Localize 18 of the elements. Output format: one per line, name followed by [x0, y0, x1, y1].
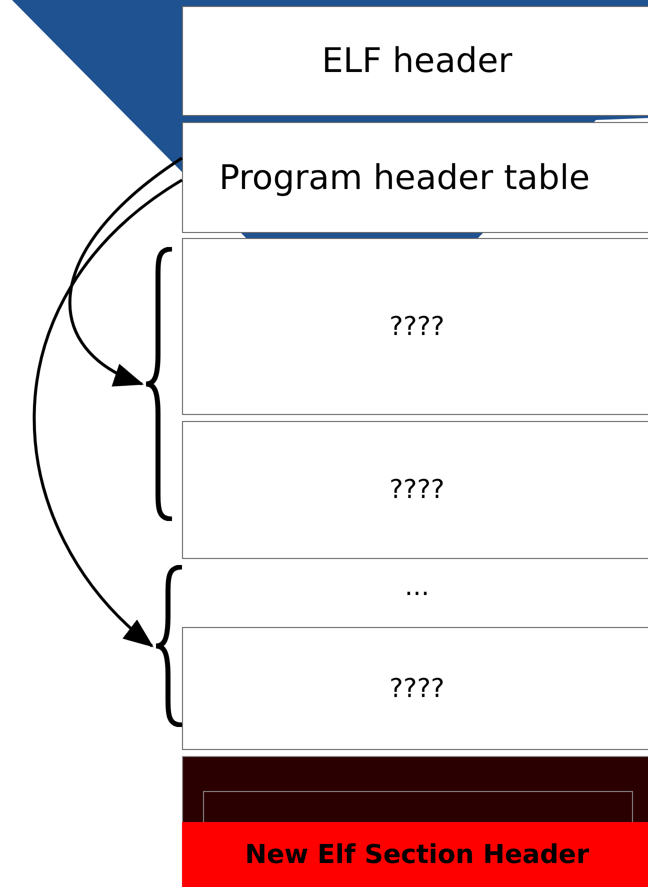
node-label: ????	[389, 475, 445, 505]
arrow	[32, 178, 183, 648]
node-label: New Elf Section Header	[244, 840, 590, 870]
dark-box	[182, 756, 648, 887]
header-box	[182, 6, 648, 116]
node-label: ????	[389, 674, 445, 704]
node-label: ????	[389, 312, 445, 342]
curly-brace	[156, 567, 182, 725]
section-header-band	[182, 822, 648, 887]
segment-box	[182, 627, 648, 750]
arrow	[69, 156, 183, 386]
segment-box	[182, 421, 648, 559]
node-label: Program header table	[219, 158, 590, 198]
node-label: ...	[404, 572, 430, 602]
table-box	[182, 122, 648, 233]
curly-brace	[146, 249, 172, 519]
segment-box	[182, 238, 648, 415]
node-label: ELF header	[322, 41, 512, 81]
